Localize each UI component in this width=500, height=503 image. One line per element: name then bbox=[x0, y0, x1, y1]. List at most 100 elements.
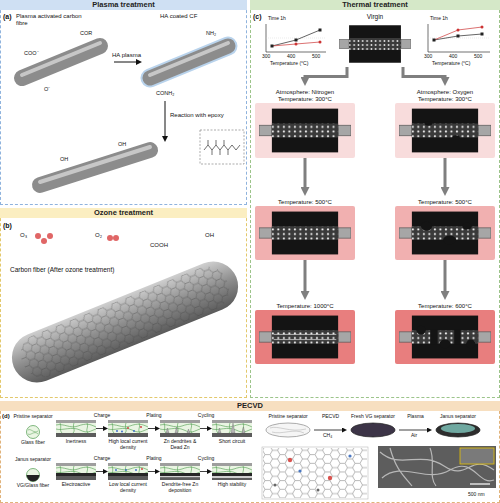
stage-caption: Dendrite-free Zn deposition bbox=[160, 482, 200, 493]
picture-space bbox=[108, 413, 148, 420]
picture-space bbox=[262, 421, 314, 439]
picture-space bbox=[432, 421, 484, 439]
edge-label: Cycling bbox=[198, 456, 214, 462]
annotation-label: (d) bbox=[2, 413, 10, 420]
annotation-label: (a) bbox=[3, 13, 12, 21]
cell-stage: Dendrite-free Zn deposition bbox=[160, 456, 200, 493]
annotation-label: 500 nm bbox=[468, 492, 485, 498]
step-arrow bbox=[200, 428, 207, 429]
picture-space bbox=[212, 456, 252, 463]
stage-label: Temperature: 500°C bbox=[405, 199, 485, 206]
cell-stage: Zn dendrites & Dead Zn bbox=[160, 413, 200, 450]
picture-space bbox=[395, 206, 495, 260]
annotation-label: Carbon fiber (After ozone treatment) bbox=[10, 266, 114, 273]
separator-disc: Fresh VG separator bbox=[347, 413, 399, 439]
picture-space bbox=[395, 300, 495, 303]
edge-label: Plating bbox=[146, 413, 161, 419]
stage-caption: Low local current density bbox=[108, 482, 148, 493]
furnace-stage: Temperature: 500°C bbox=[255, 196, 355, 260]
separator-label: Glass fiber bbox=[12, 439, 54, 445]
stage-label: Temperature: 500°C bbox=[265, 199, 345, 206]
annotation-label: 500 bbox=[474, 54, 482, 60]
annotation-label: Reaction with epoxy bbox=[170, 112, 224, 119]
section-panel: Ozone treatment bbox=[0, 208, 247, 398]
furnace-stage: Virgin bbox=[335, 13, 415, 67]
cell-stage: Inertness bbox=[56, 413, 96, 445]
stage-caption: Electroactive bbox=[56, 482, 96, 488]
picture-space bbox=[347, 421, 399, 439]
annotation-label: HA plasma bbox=[112, 52, 141, 59]
picture-space bbox=[395, 86, 495, 89]
picture-space bbox=[56, 413, 96, 420]
annotation-label: COR bbox=[80, 30, 92, 36]
picture-space bbox=[108, 456, 148, 463]
annotation-label: NH₂ bbox=[206, 30, 216, 36]
picture-space bbox=[12, 425, 54, 439]
picture-space bbox=[160, 456, 200, 463]
fiber-illustration bbox=[22, 43, 244, 185]
edge-label: Charge bbox=[94, 456, 110, 462]
cell-stage: Short circuit bbox=[212, 413, 252, 445]
stage-caption: Zn dendrites & Dead Zn bbox=[160, 439, 200, 450]
picture-space bbox=[255, 300, 355, 303]
annotation-label: COOH bbox=[150, 242, 168, 249]
stage-caption: High local current density bbox=[108, 439, 148, 450]
picture-space bbox=[160, 480, 200, 482]
edge-label: PECVD bbox=[322, 414, 339, 420]
picture-space bbox=[160, 413, 200, 420]
annotation-label: Air bbox=[411, 433, 417, 439]
section-heading: PECVD bbox=[0, 401, 500, 411]
separator-label: Janus separator bbox=[432, 413, 484, 421]
picture-space bbox=[56, 420, 96, 437]
stage-caption: Inertness bbox=[56, 439, 96, 445]
picture-space bbox=[395, 196, 495, 199]
annotation-label: CONH₂ bbox=[156, 90, 174, 96]
separator-icon: Pristine separatorGlass fiber bbox=[12, 413, 54, 445]
annotation-label: (c) bbox=[253, 13, 262, 21]
step-arrow bbox=[314, 430, 342, 431]
stage-label: Atmosphere: Oxygen Temperature: 300°C bbox=[405, 89, 485, 103]
section-panel: Plasma treatment bbox=[0, 0, 247, 205]
annotation-label: Temperature (°C) bbox=[270, 61, 308, 67]
stage-label: Atmosphere: Nitrogen Temperature: 300°C bbox=[265, 89, 345, 103]
edge-label: Plasma bbox=[407, 414, 424, 420]
picture-space bbox=[108, 420, 148, 437]
annotation-label: 400 bbox=[287, 54, 295, 60]
annotation-label: OH bbox=[205, 232, 214, 239]
picture-space bbox=[56, 480, 96, 482]
separator-label: Janus separator bbox=[12, 456, 54, 468]
picture-space bbox=[160, 463, 200, 480]
annotation-label: Temperature (°C) bbox=[432, 61, 470, 67]
process-arrow bbox=[304, 158, 307, 187]
picture-space bbox=[108, 480, 148, 482]
stage-caption: Short circuit bbox=[212, 439, 252, 445]
annotation-label: Time 1h bbox=[430, 16, 448, 22]
step-arrow bbox=[148, 428, 155, 429]
annotation-label: 500 bbox=[312, 54, 320, 60]
picture-space bbox=[12, 468, 54, 482]
separator-disc: Janus separator bbox=[432, 413, 484, 439]
annotation-label: (b) bbox=[3, 222, 12, 230]
annotation-label: O₂ bbox=[95, 232, 102, 239]
furnace-illustrations bbox=[255, 25, 495, 364]
edge-label: Cycling bbox=[198, 413, 214, 419]
section-heading: Plasma treatment bbox=[0, 0, 247, 10]
picture-space bbox=[212, 463, 252, 480]
picture-space bbox=[212, 420, 252, 437]
picture-space bbox=[335, 21, 415, 67]
process-arrow bbox=[444, 260, 447, 291]
cell-stage: Electroactive bbox=[56, 456, 96, 488]
step-arrow bbox=[148, 471, 155, 472]
section-heading: Ozone treatment bbox=[0, 208, 247, 218]
edge-label: Plating bbox=[146, 456, 161, 462]
furnace-stage: Temperature: 1000°C bbox=[255, 300, 355, 364]
annotation-label: Plasma activated carbon fibre bbox=[16, 13, 86, 27]
annotation-label: COO⁻ bbox=[24, 50, 39, 56]
picture-space bbox=[395, 310, 495, 364]
picture-space bbox=[395, 103, 495, 158]
annotation-label: CH₄ bbox=[323, 433, 332, 439]
separator-label: VG/Glass fiber bbox=[12, 482, 54, 488]
stage-label: Virgin bbox=[335, 13, 415, 21]
cell-stage: High stability bbox=[212, 456, 252, 488]
process-arrow bbox=[403, 67, 445, 77]
